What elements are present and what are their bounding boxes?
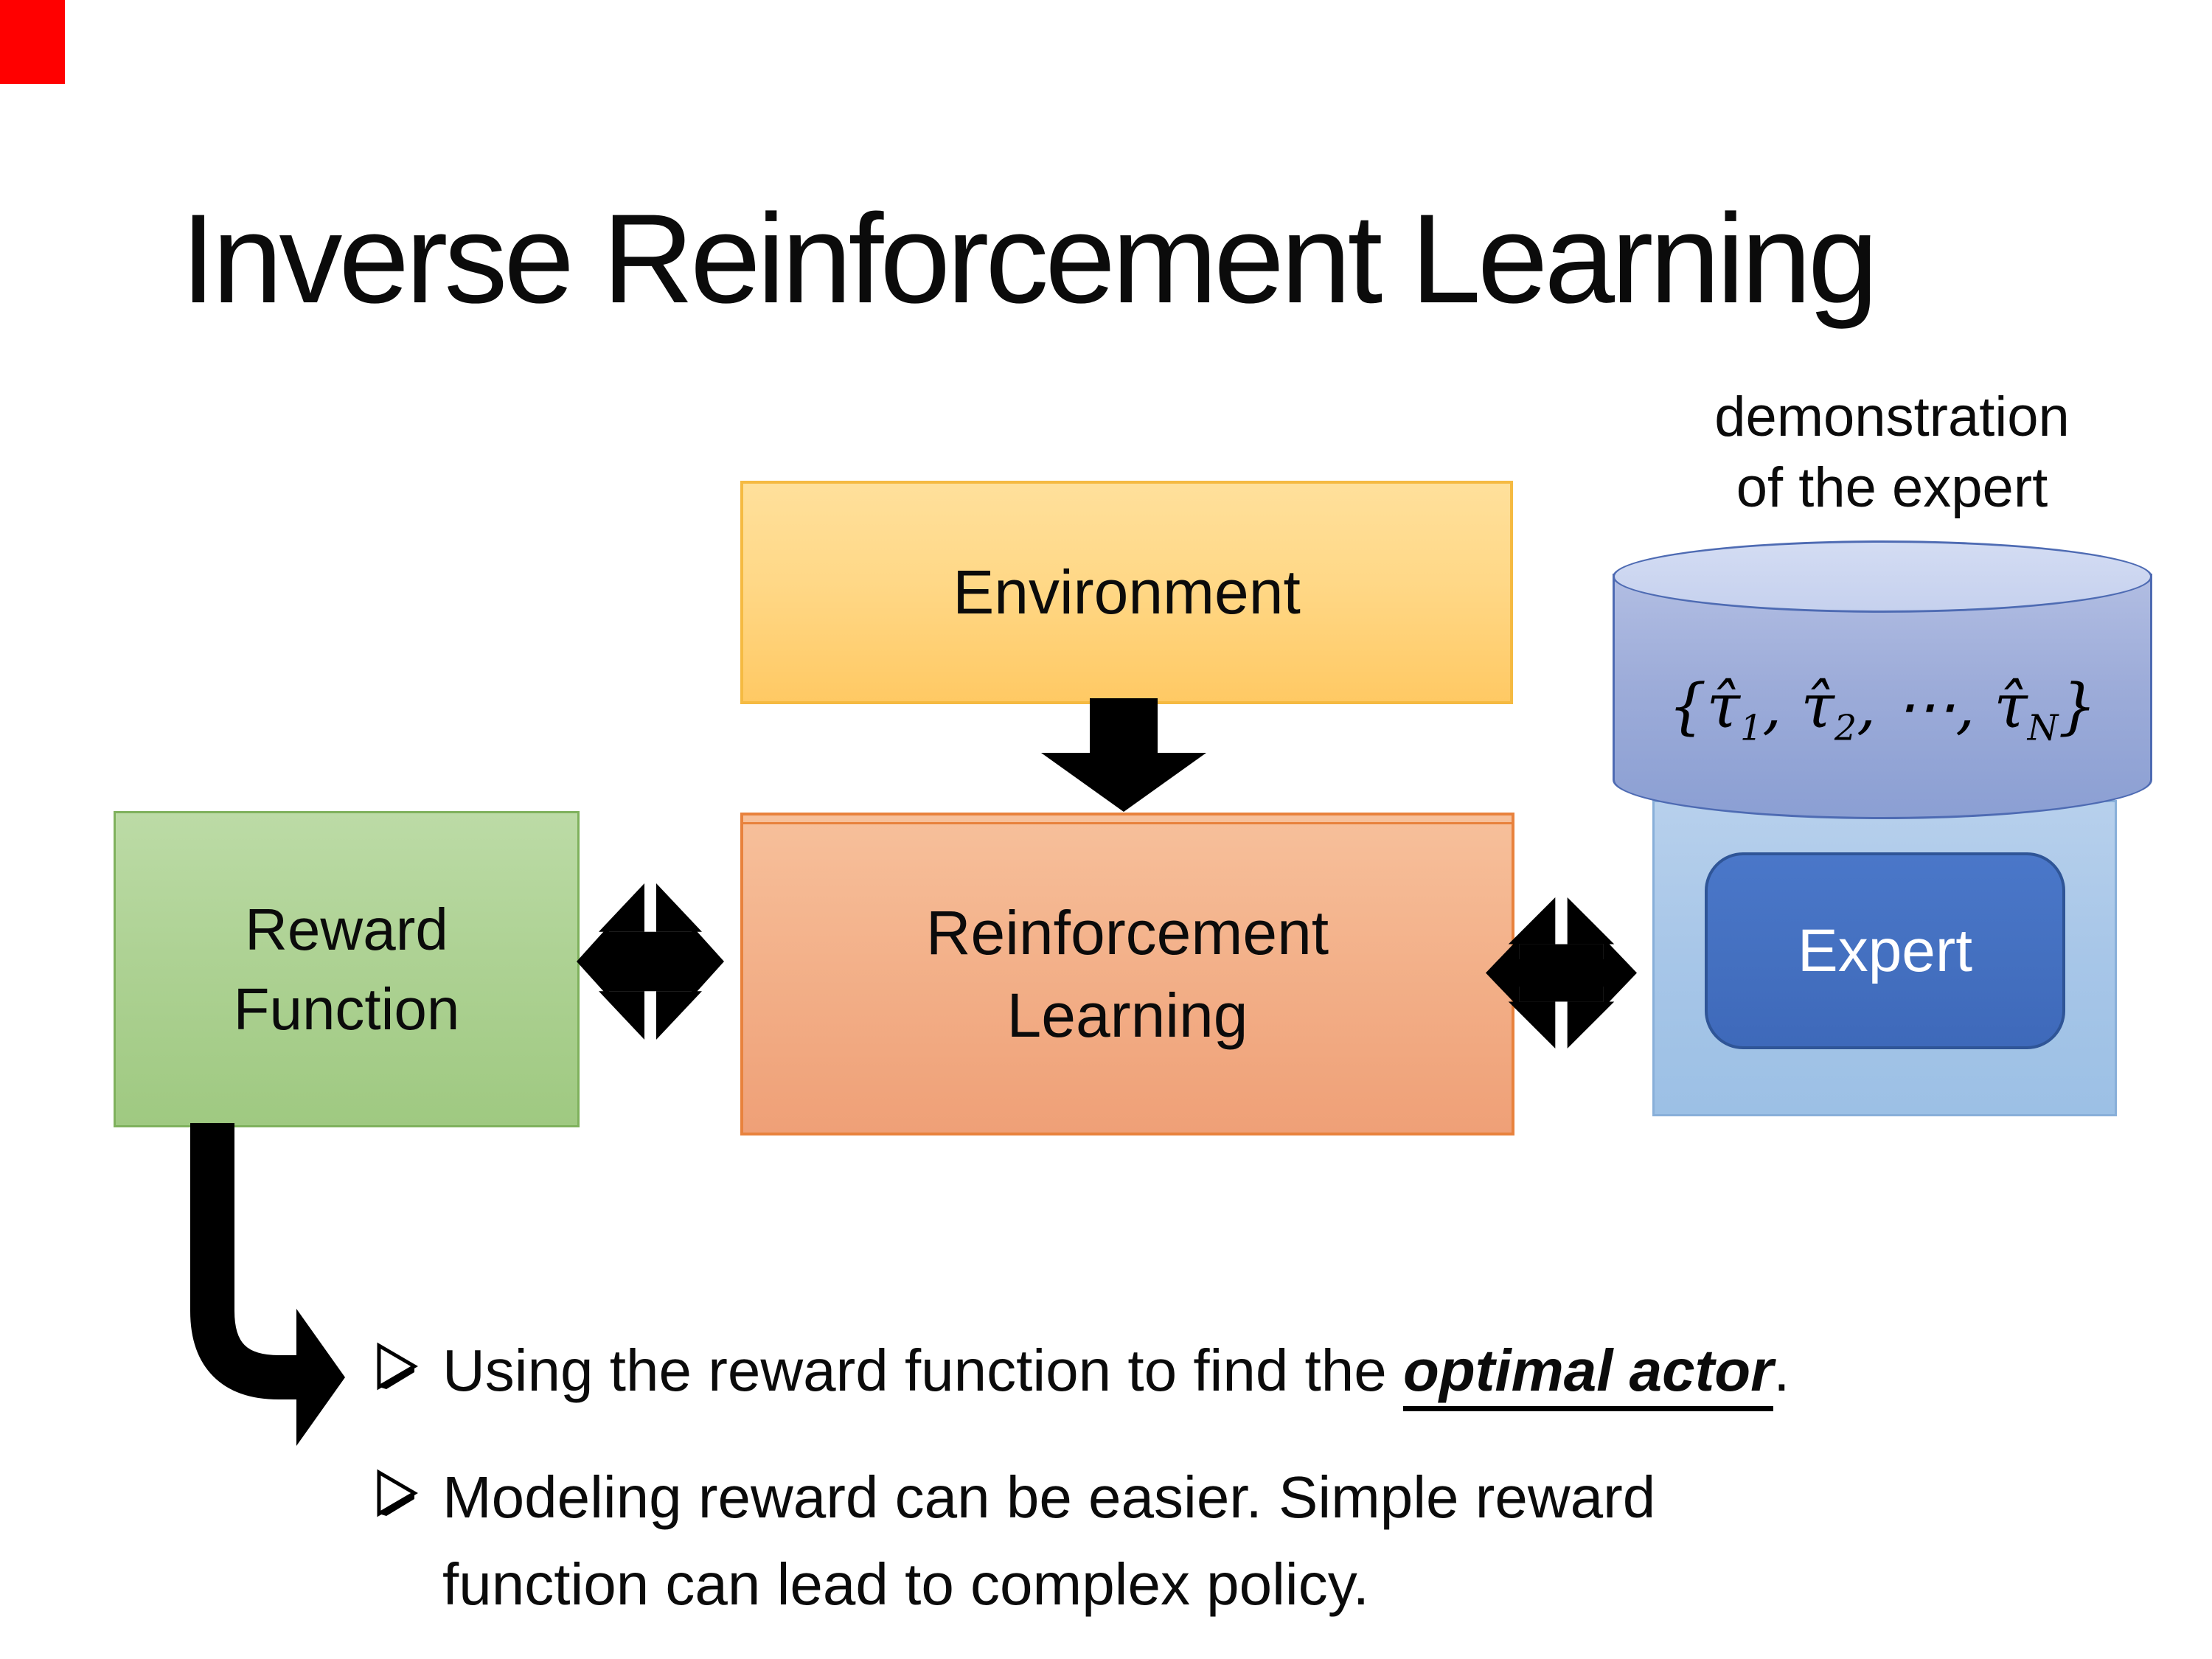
reward-label-line1: Reward bbox=[245, 896, 448, 962]
double-arrow-icon-left bbox=[577, 883, 724, 1040]
elbow-arrow-icon bbox=[190, 1123, 345, 1446]
reward-label-line2: Function bbox=[233, 975, 460, 1042]
demonstration-label: demonstration of the expert bbox=[1619, 382, 2165, 524]
rl-label-line1: Reinforcement bbox=[925, 898, 1329, 967]
rl-label-line2: Learning bbox=[1006, 981, 1248, 1050]
bullet-arrow-icon bbox=[377, 1469, 418, 1517]
cylinder-top-ellipse bbox=[1613, 540, 2152, 613]
environment-label: Environment bbox=[953, 557, 1301, 627]
bullet-2-text: Modeling reward can be easier. Simple re… bbox=[442, 1464, 1656, 1617]
bullet-arrow-icon bbox=[377, 1342, 418, 1391]
red-marker bbox=[0, 0, 65, 84]
database-cylinder-icon: {τ̂1, τ̂2, ⋯, τ̂N} bbox=[1613, 540, 2152, 850]
expert-label: Expert bbox=[1798, 917, 1972, 984]
reinforcement-learning-box: Reinforcement Learning bbox=[740, 813, 1514, 1135]
double-arrow-icon-right bbox=[1486, 897, 1637, 1048]
bullet-1-text: Using the reward function to find the op… bbox=[442, 1327, 1790, 1414]
bullet-2: Modeling reward can be easier. Simple re… bbox=[375, 1454, 1655, 1628]
environment-box: Environment bbox=[740, 481, 1513, 704]
expert-box: Expert bbox=[1705, 852, 2065, 1049]
down-arrow-icon bbox=[1041, 698, 1206, 812]
cylinder-body: {τ̂1, τ̂2, ⋯, τ̂N} bbox=[1613, 574, 2152, 819]
reward-function-box: Reward Function bbox=[114, 811, 580, 1127]
optimal-actor-emphasis: optimal actor bbox=[1402, 1338, 1774, 1411]
slide-title: Inverse Reinforcement Learning bbox=[181, 188, 1879, 330]
demonstration-label-line2: of the expert bbox=[1736, 456, 2048, 519]
bullet-1: Using the reward function to find the op… bbox=[375, 1327, 1790, 1414]
trajectory-set-formula: {τ̂1, τ̂2, ⋯, τ̂N} bbox=[1668, 671, 2097, 749]
demonstration-label-line1: demonstration bbox=[1714, 386, 2070, 448]
